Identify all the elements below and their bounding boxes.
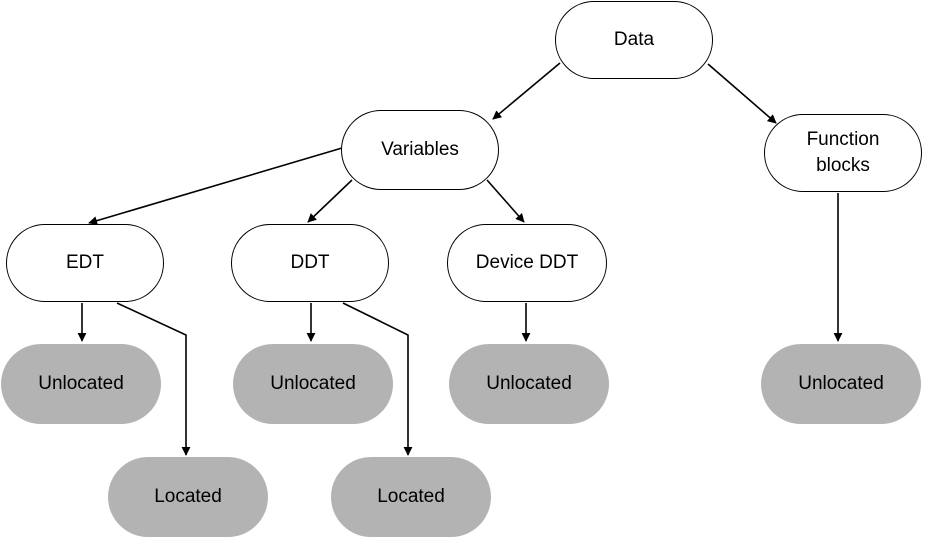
node-ddt: DDT	[231, 224, 389, 302]
node-edt-located: Located	[108, 457, 268, 537]
node-device-ddt-unlocated: Unlocated	[449, 344, 609, 424]
node-edt-unlocated: Unlocated	[1, 344, 161, 424]
edge-data-to-variables	[492, 62, 561, 120]
node-ddt-located: Located	[331, 457, 491, 537]
node-ddt-unlocated: Unlocated	[233, 344, 393, 424]
edge-variables-to-edt	[88, 147, 343, 226]
edge-variables-to-device-ddt	[486, 179, 525, 223]
edge-ddt-to-ddt-located	[342, 302, 413, 456]
node-function-blocks: Function blocks	[764, 114, 922, 192]
node-device-ddt: Device DDT	[447, 224, 607, 302]
node-data: Data	[555, 1, 713, 79]
node-edt: EDT	[6, 224, 164, 302]
edge-edt-to-edt-located	[116, 302, 191, 456]
edge-data-to-function-blocks	[707, 63, 777, 124]
edge-variables-to-ddt	[307, 179, 353, 223]
node-fb-unlocated: Unlocated	[761, 344, 921, 424]
node-variables: Variables	[341, 110, 499, 190]
